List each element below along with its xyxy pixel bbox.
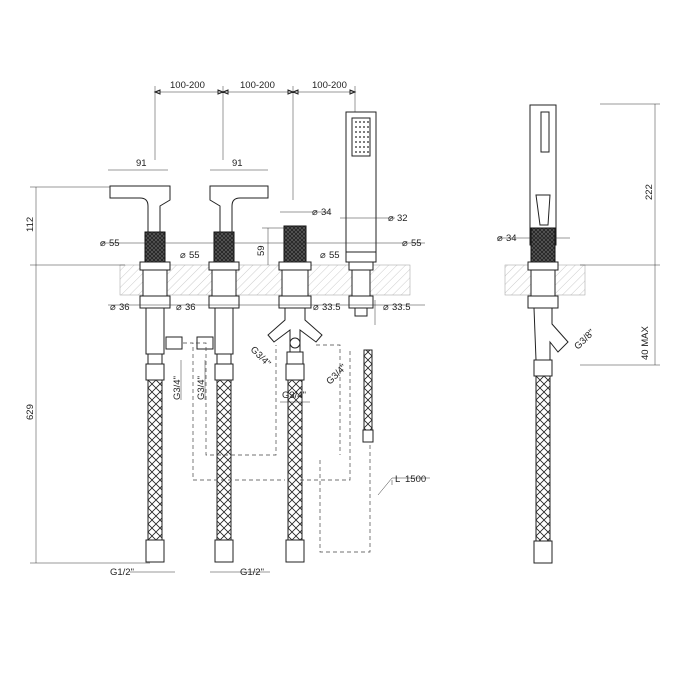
dia-55-a-label: 55: [109, 238, 120, 249]
width-label-1: 91: [136, 158, 147, 169]
dia-33-5-a-label: 33.5: [322, 302, 341, 313]
dia-55-b-label: 55: [189, 250, 200, 261]
side-dimensions: 222 40 MAX ⌀ 34 G3/8": [497, 103, 660, 366]
side-label-222: 222: [644, 184, 655, 200]
handshower: [345, 111, 377, 443]
dia-55-c-symbol: ⌀: [320, 250, 326, 261]
dia-55-d-symbol: ⌀: [402, 238, 408, 249]
spacing-label-2: 100-200: [240, 80, 275, 91]
height-dimensions: 112 629: [25, 186, 150, 564]
thread-g34-d: G3/4": [282, 390, 306, 401]
spacing-label-3: 100-200: [312, 80, 347, 91]
side-dia-34-symbol: ⌀: [497, 233, 503, 244]
side-dia-34-label: 34: [506, 233, 517, 244]
thread-g12-a: G1/2": [110, 567, 134, 578]
thread-g34-b: G3/4": [196, 376, 207, 400]
dia-55-b-symbol: ⌀: [180, 250, 186, 261]
thread-g34-a: G3/4": [172, 376, 183, 400]
dia-55-row: ⌀ 55 ⌀ 55 ⌀ 55 ⌀ 55: [100, 238, 425, 261]
height-label-59: 59: [256, 245, 267, 256]
dia-36-b-symbol: ⌀: [176, 302, 182, 313]
valve-middle: [196, 185, 269, 563]
spacing-label-1: 100-200: [170, 80, 205, 91]
thread-g34-c: G3/4": [248, 344, 273, 369]
height-label-629: 629: [25, 404, 36, 420]
hose-length-value: 1500: [405, 474, 426, 485]
dia-55-c-label: 55: [329, 250, 340, 261]
valve-left: [109, 185, 183, 563]
dia-55-a-symbol: ⌀: [100, 238, 106, 249]
thread-g12-b: G1/2": [240, 567, 264, 578]
dia-32-label: 32: [397, 213, 408, 224]
dia-36-row: ⌀ 36 ⌀ 36 ⌀ 33.5 ⌀ 33.5: [108, 302, 425, 313]
dia-33-5-b-label: 33.5: [392, 302, 411, 313]
dashed-pipework: [183, 342, 371, 553]
dia-34-top-label: 34: [321, 207, 332, 218]
dia-36-b-label: 36: [185, 302, 196, 313]
dia-36-a-label: 36: [119, 302, 130, 313]
spacing-dimension-row: 100-200 100-200 100-200: [153, 80, 357, 200]
dia-32-symbol: ⌀: [388, 213, 394, 224]
diverter-dimensions: 59 ⌀ 34 ⌀ 32 L 1500: [256, 207, 430, 496]
height-label-112: 112: [25, 217, 36, 232]
dia-33-5-b-symbol: ⌀: [383, 302, 389, 313]
width-dimension-91: 91 91: [108, 158, 268, 171]
side-thread-g38: G3/8": [572, 327, 597, 352]
side-label-40max: 40 MAX: [640, 326, 651, 360]
width-label-2: 91: [232, 158, 243, 169]
side-view: [527, 104, 569, 564]
hose-length-prefix: L: [395, 474, 400, 485]
dia-33-5-a-symbol: ⌀: [313, 302, 319, 313]
thread-g34-e: G3/4": [324, 362, 349, 387]
dia-55-d-label: 55: [411, 238, 422, 249]
dia-36-a-symbol: ⌀: [110, 302, 116, 313]
diverter: [267, 225, 323, 563]
thread-labels: G3/4" G3/4" G3/4" G3/4" G3/4" G1/2" G1/2…: [110, 344, 349, 578]
dia-34-top-symbol: ⌀: [312, 207, 318, 218]
